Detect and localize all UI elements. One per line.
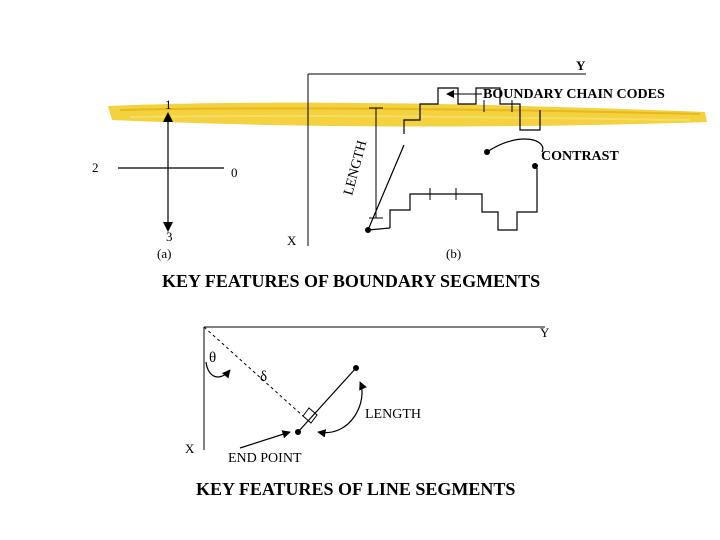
- length-bracket: [369, 107, 383, 219]
- line-axis-x-label: X: [185, 441, 195, 456]
- chain-code-label-left: 2: [92, 160, 99, 175]
- chain-code-compass: [118, 112, 224, 232]
- line-segment-end-point-upper: [353, 365, 359, 371]
- theta-symbol: θ: [209, 350, 216, 366]
- boundary-axes: [307, 73, 586, 246]
- boundary-straight-segment: [367, 144, 405, 231]
- contrast-point-right: [532, 163, 538, 169]
- chain-codes-pointer: [446, 90, 482, 98]
- end-point-arrow: [239, 430, 291, 449]
- chain-code-label-up: 1: [165, 97, 172, 112]
- normal-dashed-line: [203, 326, 304, 417]
- chain-code-label-right: 0: [231, 165, 238, 180]
- boundary-axis-y-label: Y: [576, 58, 586, 73]
- panel-a-label: (a): [157, 246, 171, 261]
- panel-b-label: (b): [446, 246, 461, 261]
- chain-codes-label: BOUNDARY CHAIN CODES: [483, 87, 665, 102]
- line-segments-heading: KEY FEATURES OF LINE SEGMENTS: [196, 479, 515, 499]
- length-arc: [317, 381, 367, 438]
- right-angle-marker: [302, 407, 318, 424]
- end-point-label: END POINT: [228, 451, 302, 466]
- line-axis-y-label: Y: [540, 325, 550, 340]
- chain-code-label-down: 3: [166, 229, 173, 244]
- length-label-rotated: LENGTH: [341, 139, 370, 197]
- boundary-axis-x-label: X: [287, 233, 297, 248]
- boundary-upper-chain: [403, 87, 541, 134]
- contrast-label: CONTRAST: [541, 149, 619, 164]
- boundary-heading: KEY FEATURES OF BOUNDARY SEGMENTS: [162, 271, 540, 291]
- contrast-point-left: [484, 149, 490, 155]
- line-axes: [203, 326, 545, 450]
- theta-arc: [205, 361, 231, 379]
- contrast-curve: [486, 138, 544, 153]
- line-segment-end-point-lower: [295, 429, 301, 435]
- yellow-brush-stroke: [108, 102, 707, 127]
- line-segment: [297, 367, 357, 433]
- boundary-lower-chain: [389, 168, 538, 231]
- segment-length-label: LENGTH: [365, 407, 421, 422]
- delta-symbol: δ: [260, 369, 267, 385]
